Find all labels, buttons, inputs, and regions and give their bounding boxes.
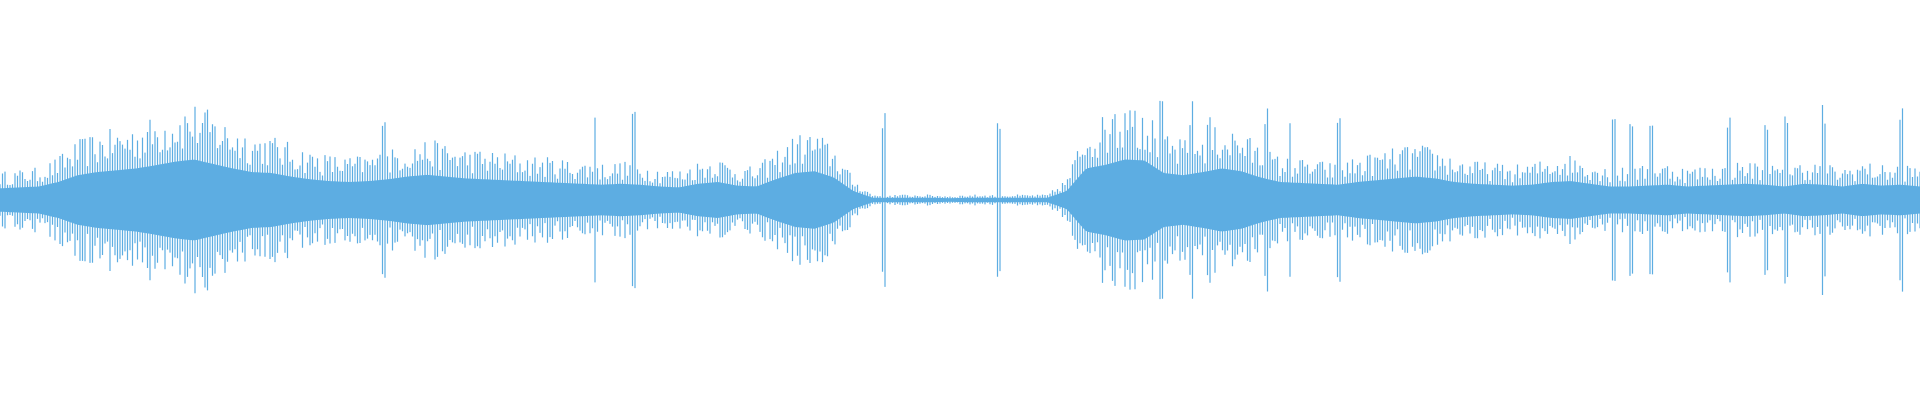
waveform-core xyxy=(0,159,1920,241)
waveform-bars xyxy=(0,100,1920,300)
